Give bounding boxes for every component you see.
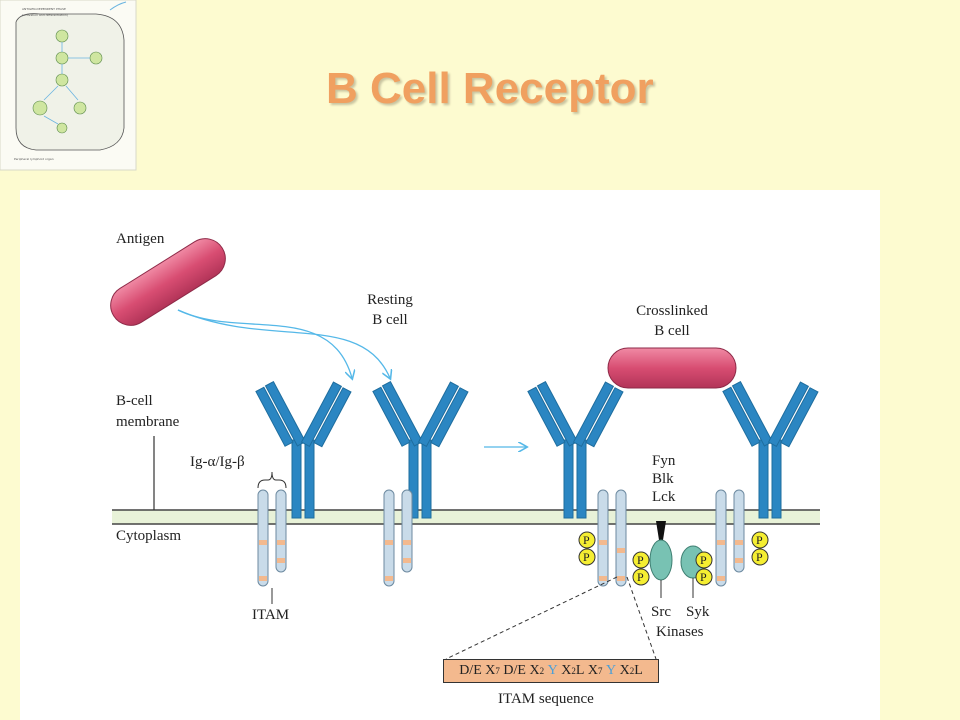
- lck-label: Lck: [652, 489, 676, 505]
- slide-title: B Cell Receptor: [326, 64, 654, 113]
- src-label: Src: [651, 604, 671, 620]
- binding-arrows: [177, 309, 390, 378]
- antigen-label: Antigen: [116, 231, 165, 247]
- seq-sub: 2: [539, 666, 545, 676]
- phosphate-label: P: [637, 553, 644, 567]
- seq-l: L: [575, 663, 585, 678]
- receptors: [255, 380, 819, 519]
- diagram-panel: [20, 190, 880, 720]
- crosslinked-label-line2: B cell: [654, 323, 690, 339]
- membrane-label-line2: membrane: [116, 414, 180, 430]
- seq-x: X: [485, 663, 496, 678]
- ig-alpha-beta-label: Ig-α/Ig-β: [190, 454, 245, 470]
- seq-tyrosine: Y: [547, 663, 558, 678]
- seq-x: X: [619, 663, 630, 678]
- itam-sequence-label: ITAM sequence: [498, 691, 594, 707]
- seq-de: D/E: [459, 663, 482, 678]
- seq-sub: 7: [598, 666, 603, 676]
- seq-sub: 7: [495, 666, 500, 676]
- phosphates: [578, 531, 769, 586]
- crosslinked-label-line1: Crosslinked: [636, 303, 708, 319]
- zoom-line-right: [626, 576, 657, 660]
- membrane-label-line1: B-cell: [116, 393, 153, 409]
- cell-membrane: [112, 436, 820, 525]
- itam-label: ITAM: [252, 607, 290, 623]
- seq-de: D/E: [503, 663, 526, 678]
- resting-label-line2: B cell: [372, 312, 408, 328]
- receptor-2: [372, 380, 469, 519]
- ig-alpha-beta-chains: [257, 471, 745, 604]
- receptor-1: [255, 380, 352, 519]
- syk-label: Syk: [686, 604, 710, 620]
- seq-sub: 2: [571, 666, 576, 676]
- cytoplasm-label: Cytoplasm: [116, 528, 182, 544]
- kinases-label: Kinases: [656, 624, 704, 640]
- phosphate-label: P: [637, 570, 644, 584]
- phosphate-label: P: [700, 570, 707, 584]
- seq-x: X: [587, 663, 598, 678]
- resting-label-line1: Resting: [367, 292, 413, 308]
- phosphate-label: P: [583, 550, 590, 564]
- fyn-label: Fyn: [652, 453, 676, 469]
- receptor-3: [527, 380, 624, 519]
- receptor-4: [722, 380, 819, 519]
- seq-sub: 2: [629, 666, 635, 676]
- seq-x: X: [529, 663, 540, 678]
- phosphate-label: P: [700, 553, 707, 567]
- seq-l: L: [634, 663, 643, 678]
- thumbnail-header: ANTIGEN-DEPENDENT PHASE: [22, 7, 66, 11]
- zoom-line-left: [445, 576, 618, 660]
- phosphate-label: P: [756, 550, 763, 564]
- thumbnail-subheader: (activation and differentiation): [22, 13, 68, 17]
- seq-x: X: [561, 663, 572, 678]
- blk-label: Blk: [652, 471, 674, 487]
- antigen-shape: [110, 238, 226, 326]
- phosphate-label: P: [756, 533, 763, 547]
- thumbnail-footer: Peripheral lymphoid organ: [14, 157, 54, 161]
- thumbnail-image: ANTIGEN-DEPENDENT PHASE (activation and …: [0, 0, 137, 171]
- phosphate-label: P: [583, 533, 590, 547]
- crosslinking-antigen: [607, 347, 737, 389]
- kinases: [649, 521, 706, 598]
- seq-tyrosine: Y: [606, 663, 617, 678]
